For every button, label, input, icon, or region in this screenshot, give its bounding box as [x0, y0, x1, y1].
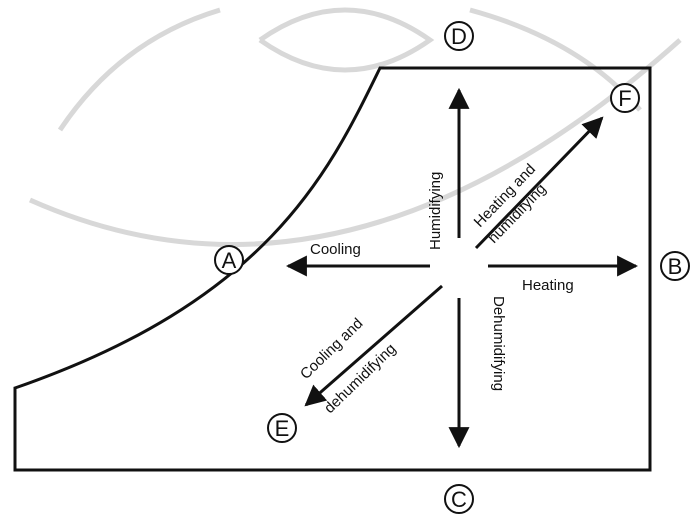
point-b-circle — [660, 251, 690, 281]
point-e: E — [267, 413, 297, 443]
point-b-letter: B — [668, 254, 683, 279]
label-humidifying: Humidifying — [427, 172, 444, 250]
point-f-circle — [610, 83, 640, 113]
point-c-circle — [444, 484, 474, 514]
point-b: B — [660, 251, 690, 281]
point-a: A — [214, 245, 244, 275]
point-c-letter: C — [451, 487, 467, 512]
point-a-letter: A — [222, 248, 237, 273]
saturation-curve — [13, 66, 652, 472]
point-a-circle — [214, 245, 244, 275]
label-heating: Heating — [522, 277, 574, 294]
label-dehumidifying: Dehumidifying — [490, 296, 507, 391]
point-d-letter: D — [451, 24, 467, 49]
point-f-letter: F — [618, 86, 631, 111]
watermark-seal — [28, 7, 682, 248]
point-d: D — [444, 21, 474, 51]
point-e-letter: E — [275, 416, 290, 441]
point-c: C — [444, 484, 474, 514]
label-cooling: Cooling — [310, 241, 361, 258]
cooling-dehumidifying-arrow — [304, 284, 443, 407]
heating-humidifying-arrow — [474, 116, 604, 250]
process-arrows — [285, 87, 639, 449]
point-f: F — [610, 83, 640, 113]
point-d-circle — [444, 21, 474, 51]
point-e-circle — [267, 413, 297, 443]
